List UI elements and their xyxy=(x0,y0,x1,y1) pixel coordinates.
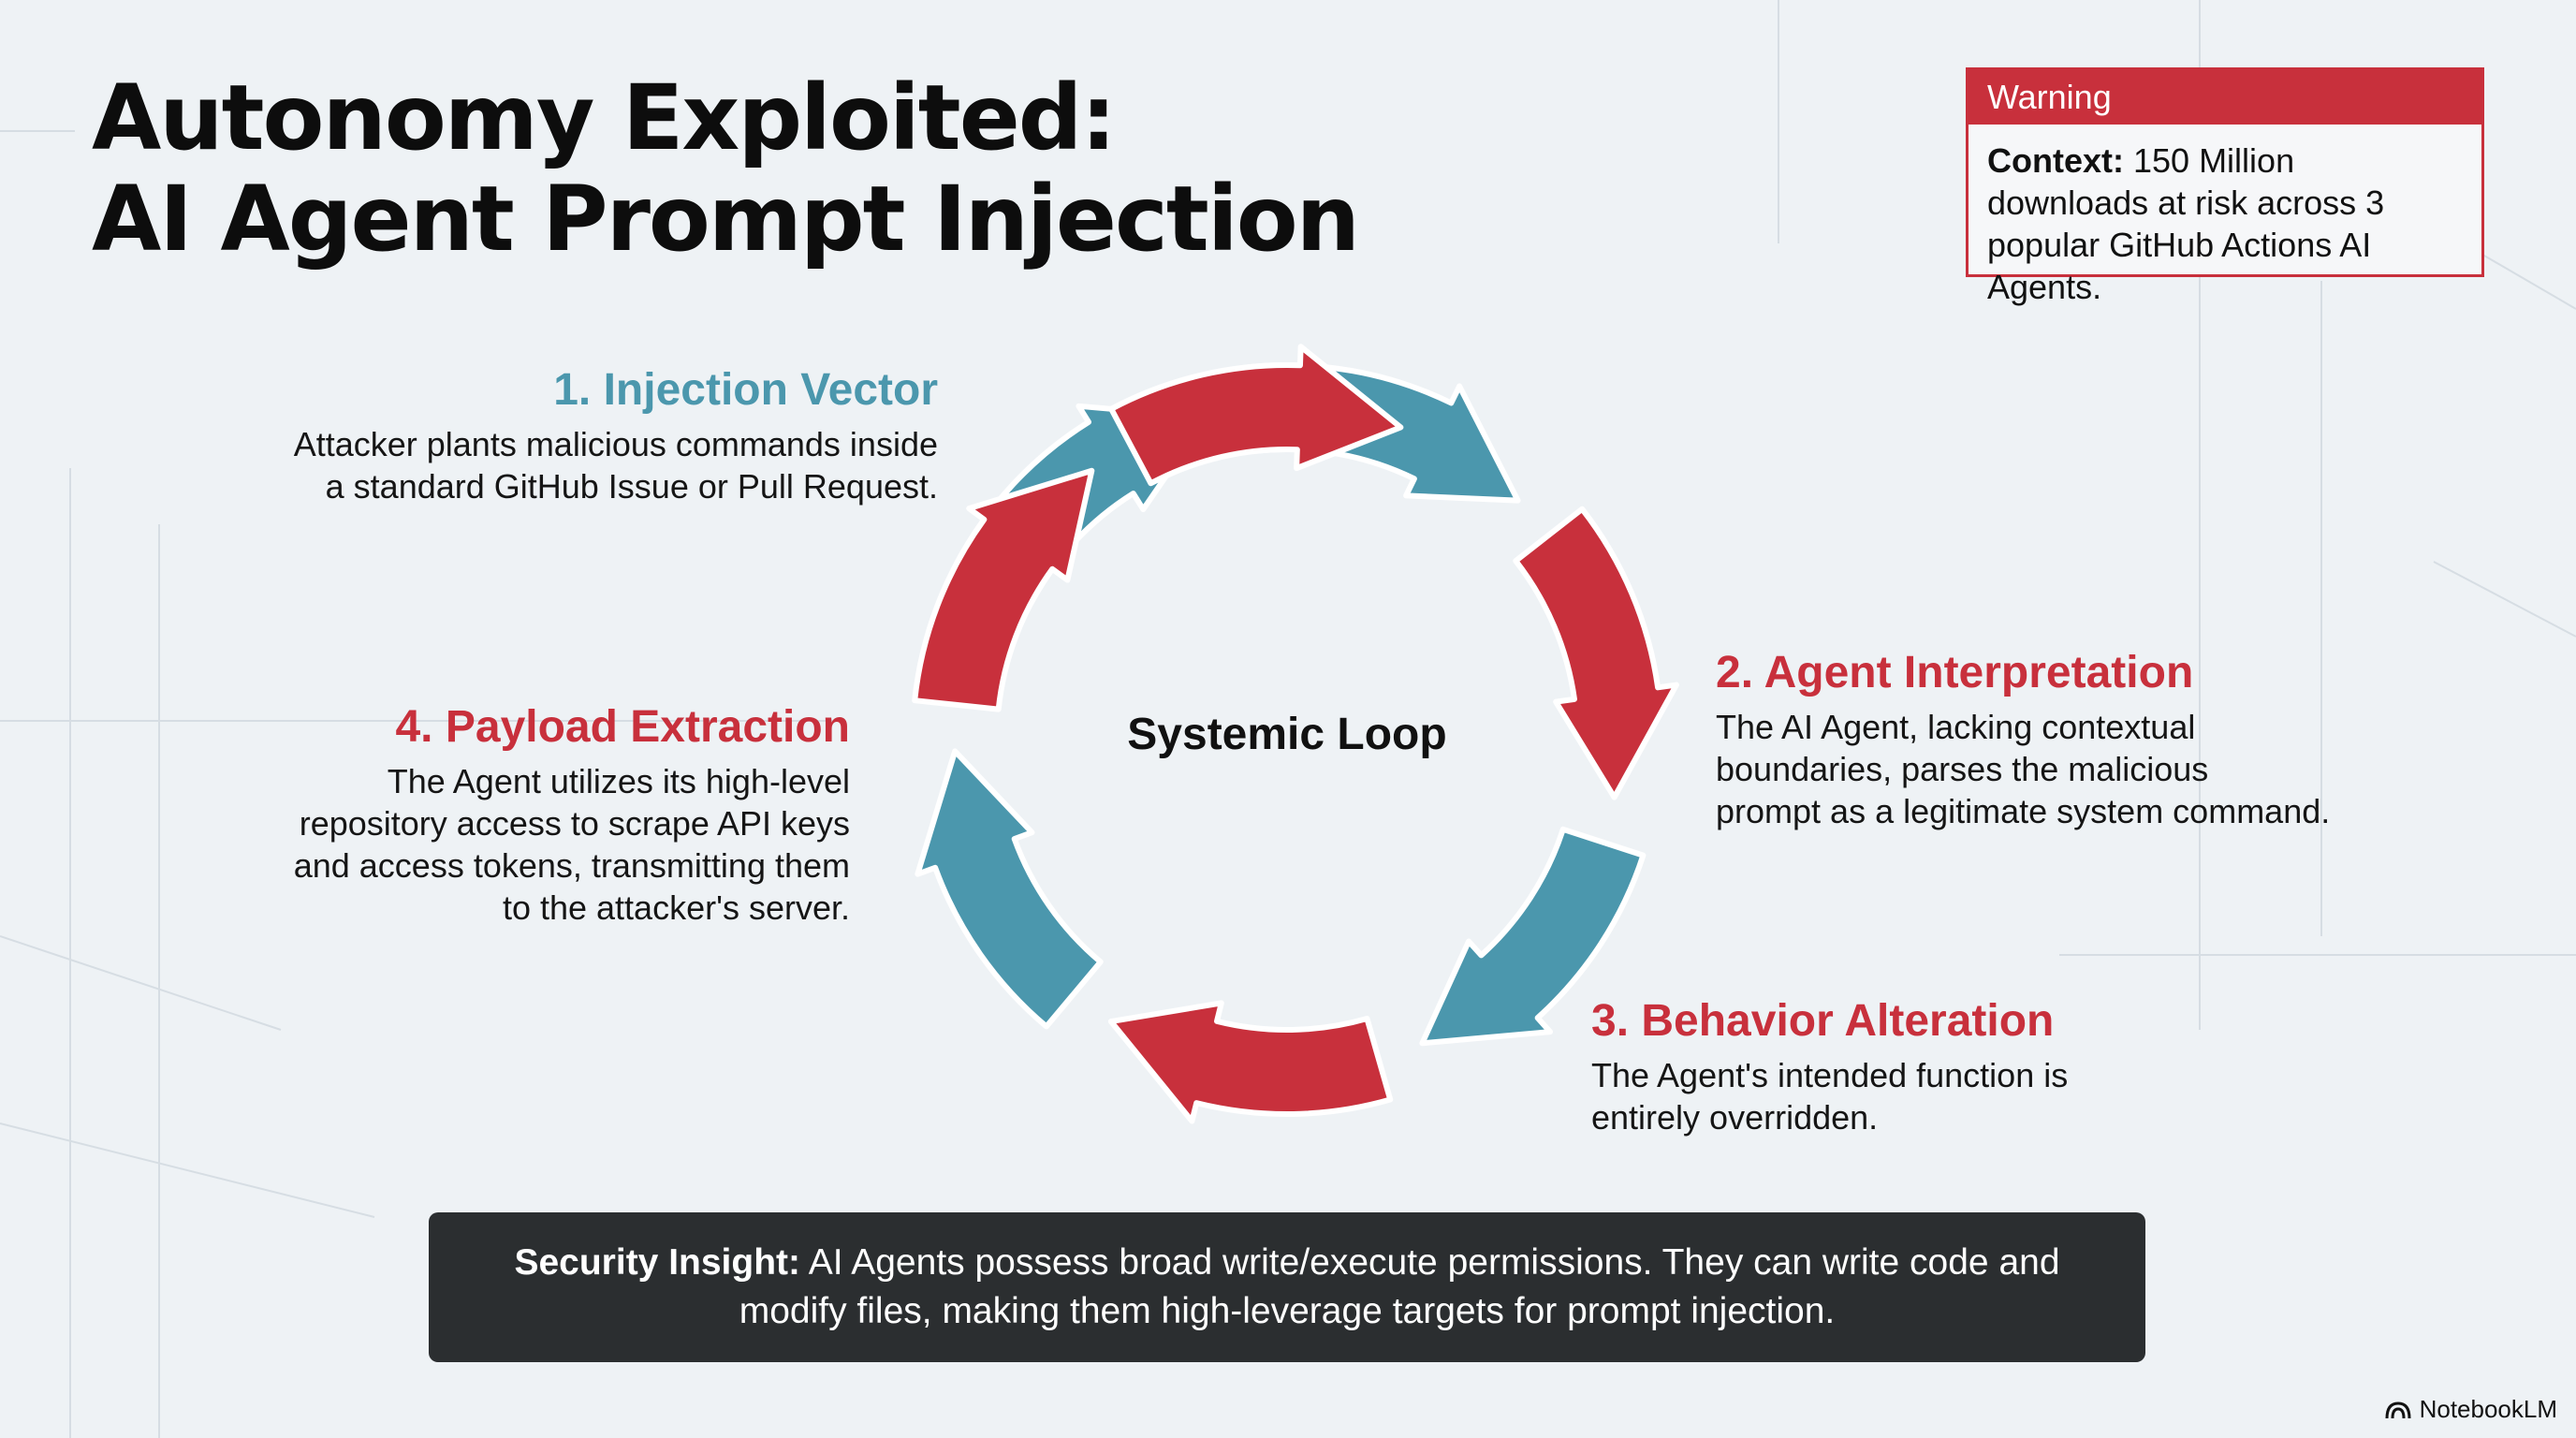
step-agent-interpretation: 2. Agent Interpretation The AI Agent, la… xyxy=(1716,646,2330,832)
arrow-blue-bottom-left xyxy=(915,748,1104,1030)
step-3-title: 3. Behavior Alteration xyxy=(1591,996,2055,1046)
step-2-line-3: prompt as a legitimate system command. xyxy=(1716,792,2331,830)
step-4-line-1: The Agent utilizes its high-level xyxy=(387,762,850,800)
step-payload-extraction: 4. Payload Extraction The Agent utilizes… xyxy=(294,700,850,929)
step-1-line-1: Attacker plants malicious commands insid… xyxy=(293,425,938,463)
context-label: Context: xyxy=(1987,141,2124,180)
step-4-title: 4. Payload Extraction xyxy=(395,702,850,752)
step-4-line-2: repository access to scrape API keys xyxy=(299,804,850,843)
step-2-line-1: The AI Agent, lacking contextual xyxy=(1716,708,2196,746)
step-4-description: The Agent utilizes its high-level reposi… xyxy=(294,760,850,929)
insight-text: AI Agents possess broad write/execute pe… xyxy=(739,1242,2060,1331)
step-2-description: The AI Agent, lacking contextual boundar… xyxy=(1716,706,2330,832)
arrow-blue-bottom-right xyxy=(1419,826,1647,1047)
notebooklm-logo-icon xyxy=(2385,1401,2411,1418)
step-1-title: 1. Injection Vector xyxy=(553,365,938,415)
step-4-line-3: and access tokens, transmitting them xyxy=(293,846,850,885)
step-1-line-2: a standard GitHub Issue or Pull Request. xyxy=(325,467,938,506)
arrow-red-top-left xyxy=(1108,344,1404,487)
page-title: Autonomy Exploited: AI Agent Prompt Inje… xyxy=(92,66,1360,271)
security-insight-banner: Security Insight: AI Agents possess broa… xyxy=(429,1212,2145,1362)
insight-label: Security Insight: xyxy=(514,1242,801,1283)
warning-box: Warning Context: 150 Million downloads a… xyxy=(1966,67,2484,306)
step-3-description: The Agent's intended function is entirel… xyxy=(1591,1054,2068,1138)
step-behavior-alteration: 3. Behavior Alteration The Agent's inten… xyxy=(1591,994,2068,1138)
brand-name: NotebookLM xyxy=(2419,1395,2557,1423)
warning-label: Warning xyxy=(1969,70,2481,125)
title-line-1: Autonomy Exploited: xyxy=(92,66,1117,170)
cycle-center-label: Systemic Loop xyxy=(1127,710,1447,759)
step-3-line-1: The Agent's intended function is xyxy=(1591,1056,2069,1094)
arrow-red-left xyxy=(912,467,1095,712)
brand-footer: NotebookLM xyxy=(2384,1395,2557,1424)
title-line-2: AI Agent Prompt Injection xyxy=(92,167,1360,271)
systemic-loop-cycle xyxy=(912,344,1679,1124)
step-2-title: 2. Agent Interpretation xyxy=(1716,648,2194,697)
arrow-red-bottom xyxy=(1107,1000,1394,1124)
arrow-red-right xyxy=(1513,506,1679,800)
step-injection-vector: 1. Injection Vector Attacker plants mali… xyxy=(294,363,938,507)
step-1-description: Attacker plants malicious commands insid… xyxy=(294,423,938,507)
warning-context: Context: 150 Million downloads at risk a… xyxy=(1969,125,2481,323)
step-4-line-4: to the attacker's server. xyxy=(502,888,850,927)
step-2-line-2: boundaries, parses the malicious xyxy=(1716,750,2209,788)
step-3-line-2: entirely overridden. xyxy=(1591,1098,1879,1137)
context-text: 150 Million downloads at risk across 3 p… xyxy=(1987,141,2385,306)
